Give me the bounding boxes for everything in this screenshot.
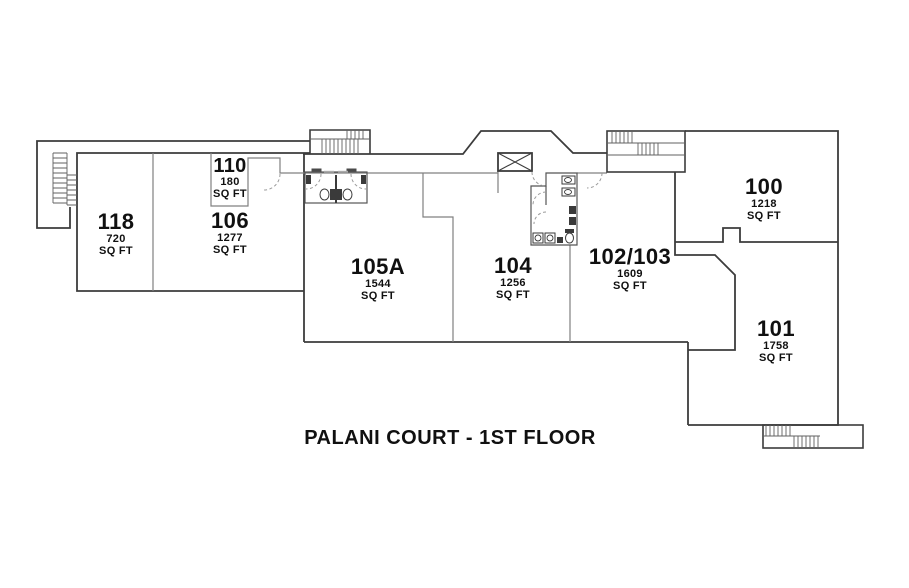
- stairs-north-icon: [309, 129, 371, 154]
- room-unit: SQ FT: [213, 188, 247, 200]
- room-unit: SQ FT: [613, 280, 647, 292]
- room-label-102-103: 102/103 1609 SQ FT: [588, 244, 672, 293]
- room-number: 104: [494, 253, 532, 278]
- room-number: 106: [211, 208, 249, 233]
- room-number: 105A: [350, 254, 406, 279]
- room-area: 720: [106, 233, 126, 245]
- room-number: 118: [97, 209, 135, 234]
- room-area: 1609: [617, 268, 643, 280]
- door-swing-arcs: [263, 171, 603, 225]
- room-label-101: 101 1758 SQ FT: [757, 316, 795, 365]
- partition-walls: [152, 153, 607, 342]
- room-number: 100: [745, 174, 783, 199]
- restroom-west-icon: [304, 168, 368, 204]
- room-unit: SQ FT: [747, 210, 781, 222]
- room-label-100: 100 1218 SQ FT: [745, 174, 783, 223]
- room-label-106: 106 1277 SQ FT: [211, 208, 249, 257]
- room-area: 180: [220, 176, 240, 188]
- room-label-105A: 105A 1544 SQ FT: [350, 254, 406, 303]
- room-unit: SQ FT: [361, 290, 395, 302]
- restroom-east-icon: [530, 172, 578, 246]
- room-area: 1544: [365, 278, 391, 290]
- room-label-110: 110 180 SQ FT: [213, 156, 247, 200]
- room-unit: SQ FT: [759, 352, 793, 364]
- stairs-northwest-icon: [52, 152, 77, 206]
- room-number: 110: [213, 155, 247, 177]
- stairs-northeast-icon: [606, 130, 686, 173]
- exterior-walls: [36, 130, 839, 426]
- room-area: 1256: [500, 277, 526, 289]
- room-label-104: 104 1256 SQ FT: [494, 253, 532, 302]
- room-area: 1277: [217, 232, 243, 244]
- room-number: 101: [757, 316, 795, 341]
- room-unit: SQ FT: [99, 245, 133, 257]
- room-unit: SQ FT: [496, 289, 530, 301]
- plan-title: PALANI COURT - 1ST FLOOR: [304, 427, 596, 449]
- room-number: 102/103: [588, 244, 672, 269]
- stairs-southeast-icon: [762, 424, 864, 449]
- room-label-118: 118 720 SQ FT: [97, 209, 135, 258]
- elevator-icon: [497, 152, 533, 172]
- room-area: 1218: [751, 198, 777, 210]
- room-unit: SQ FT: [213, 244, 247, 256]
- room-area: 1758: [763, 340, 789, 352]
